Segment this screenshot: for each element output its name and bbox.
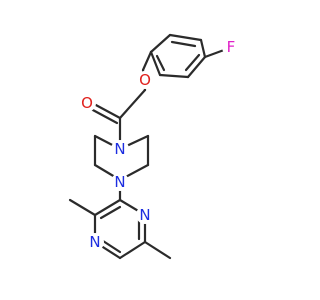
ether-oxygen-atom: O — [136, 71, 154, 89]
bond — [93, 198, 122, 217]
piperazine-n-top-label: N — [114, 140, 125, 158]
pyrazine-n-right-atom: N — [136, 206, 154, 224]
atom-labels: F O O N N N N — [78, 38, 240, 251]
bond — [143, 240, 172, 260]
bond — [149, 33, 172, 54]
bond — [184, 53, 201, 72]
pyrazine-n-left-label: N — [89, 233, 100, 251]
bond — [99, 205, 122, 220]
ether-oxygen-label: O — [139, 71, 151, 89]
bond — [141, 50, 153, 72]
bonds — [68, 33, 226, 260]
bond — [199, 38, 207, 59]
carbonyl-oxygen-label: O — [81, 94, 93, 112]
pyrazine-n-left-atom: N — [86, 233, 104, 251]
pyrazine-n-right-label: N — [139, 206, 150, 224]
bond — [158, 73, 190, 79]
bond — [203, 48, 226, 59]
bond — [186, 55, 207, 79]
fluorine-label: F — [227, 38, 236, 56]
piperazine-n-bottom-atom: N — [111, 173, 129, 191]
fluorine-atom: F — [222, 38, 240, 56]
bond — [68, 198, 97, 217]
bond — [92, 102, 122, 120]
carbonyl-oxygen-atom: O — [78, 94, 96, 112]
bond — [149, 50, 162, 77]
piperazine-n-bottom-label: N — [114, 173, 125, 191]
bond — [155, 54, 166, 72]
bond — [118, 240, 147, 260]
structure-diagram: F O O N N N N — [68, 33, 240, 260]
bond — [89, 107, 119, 125]
bond — [168, 33, 203, 42]
bond — [118, 88, 147, 120]
bond — [170, 40, 197, 48]
piperazine-n-top-atom: N — [111, 140, 129, 158]
